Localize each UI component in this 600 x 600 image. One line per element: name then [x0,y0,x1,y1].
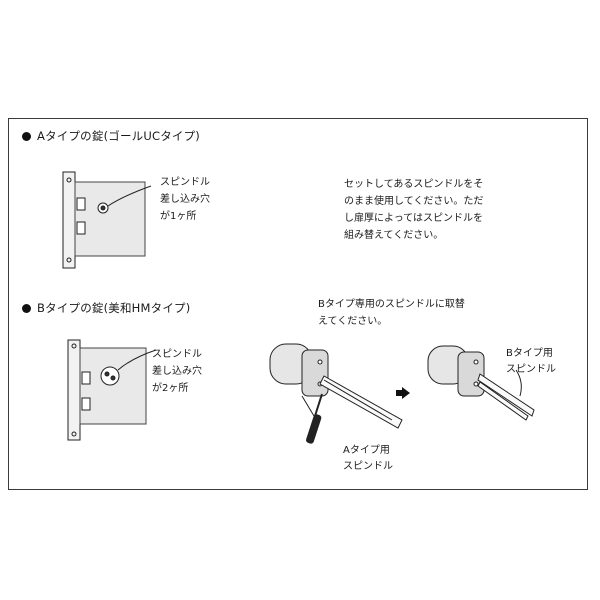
callout-line: 差し込み穴 [152,366,202,377]
section-a-callout: スピンドル 差し込み穴 が1ヶ所 [160,174,210,225]
label-line: スピンドル [343,461,393,472]
section-b-heading-text: Bタイプの錠(美和HMタイプ) [37,301,191,315]
bullet-icon [22,132,31,141]
label-b-spindle: Bタイプ用 スピンドル [506,346,556,378]
instruction-line: えてください。 [318,316,388,327]
figure-frame [8,118,588,490]
label-line: Bタイプ用 [506,348,553,359]
arrow-right-icon [396,387,410,399]
section-b-heading: Bタイプの錠(美和HMタイプ) [22,300,190,316]
lock-a-illustration [62,171,152,269]
section-a-heading: Aタイプの錠(ゴールUCタイプ) [22,128,200,144]
knob-a-spindle-illustration [269,343,403,444]
instruction-line: Bタイプ専用のスピンドルに取替 [318,299,465,310]
instruction-line: 組み替えてください。 [344,230,444,241]
section-b-callout: スピンドル 差し込み穴 が2ヶ所 [152,346,202,397]
callout-line: 差し込み穴 [160,194,210,205]
lock-b-illustration [67,339,157,441]
callout-line: が2ヶ所 [152,383,189,394]
bullet-icon [22,304,31,313]
label-line: スピンドル [506,364,556,375]
callout-line: スピンドル [152,349,202,360]
label-line: Aタイプ用 [343,445,390,456]
knob-b-spindle-illustration [427,345,535,421]
instruction-line: し扉厚によってはスピンドルを [344,213,483,224]
instruction-line: セットしてあるスピンドルをそ [344,179,484,190]
screwdriver-icon [306,393,323,444]
callout-line: スピンドル [160,177,210,188]
section-a-instructions: セットしてあるスピンドルをそ のまま使用してください。ただ し扉厚によってはスピ… [344,176,483,244]
section-a-heading-text: Aタイプの錠(ゴールUCタイプ) [37,129,200,143]
instruction-line: のまま使用してください。ただ [344,196,484,207]
label-a-spindle: Aタイプ用 スピンドル [343,443,393,475]
callout-line: が1ヶ所 [160,211,197,222]
section-b-instruction: Bタイプ専用のスピンドルに取替 えてください。 [318,296,465,330]
